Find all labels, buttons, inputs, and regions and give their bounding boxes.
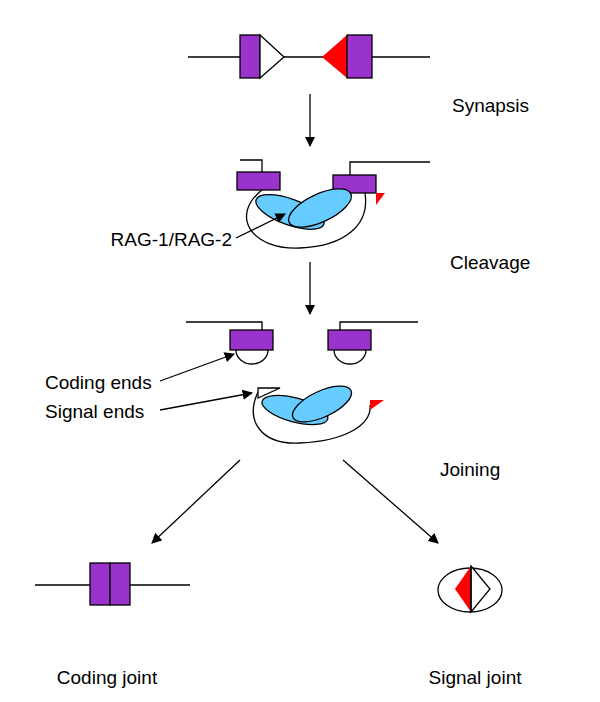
coding-segment [90, 563, 110, 605]
leader-arrow [160, 393, 252, 410]
stage-label: Synapsis [452, 96, 529, 117]
rag-protein [283, 181, 356, 235]
leader-arrow [160, 354, 234, 381]
signal-sequence [455, 566, 471, 612]
step-arrow [309, 94, 310, 146]
signal-sequence [376, 193, 385, 205]
dna-strand [188, 56, 430, 57]
coding-segment [240, 35, 260, 78]
signal-sequence [260, 35, 284, 78]
coding-segment [347, 35, 372, 78]
coding-segment [237, 172, 280, 190]
dna-strand [240, 160, 262, 172]
coding-segment [328, 330, 371, 350]
step-arrow [152, 460, 240, 543]
dna-strand [350, 162, 430, 175]
dna-strand [186, 322, 262, 330]
junction [470, 566, 471, 612]
signal-sequence [471, 566, 490, 612]
step-arrow [309, 262, 310, 314]
leader-arrow [236, 214, 285, 238]
stage-label: Signal joint [429, 668, 522, 689]
hairpin [334, 350, 366, 364]
rag-protein [288, 379, 357, 430]
coding-segment [110, 563, 130, 605]
stage-label: RAG-1/RAG-2 [111, 230, 232, 251]
signal-sequence [370, 400, 384, 410]
coding-segment [230, 330, 273, 350]
stage-label: Coding joint [57, 668, 157, 689]
dna-strand [340, 322, 418, 330]
signal-sequence [322, 35, 347, 78]
step-arrow [343, 460, 438, 543]
stage-label: Coding ends [45, 373, 152, 394]
hairpin [236, 350, 268, 364]
stage-label: Joining [440, 460, 500, 481]
stage-label: Cleavage [450, 253, 530, 274]
stage-label: Signal ends [45, 402, 144, 423]
